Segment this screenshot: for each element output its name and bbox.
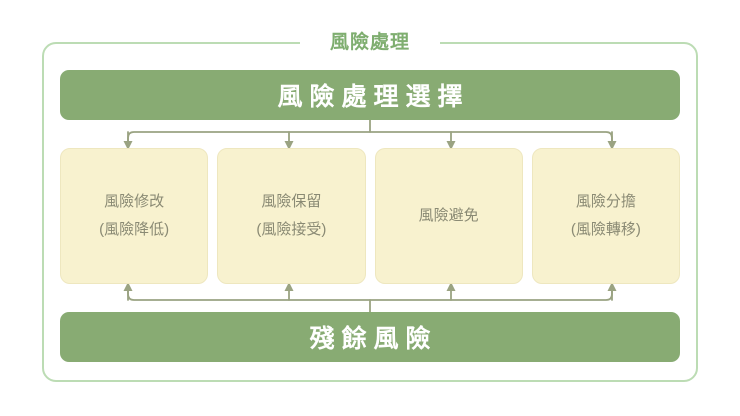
option-box-row: 風險修改 (風險降低) 風險保留 (風險接受) 風險避免 風險分擔 (風險轉移): [60, 148, 680, 284]
option-box-1-line1: 風險修改: [104, 192, 165, 210]
diagram-title: 風險處理: [329, 32, 410, 53]
option-box-risk-sharing[interactable]: 風險分擔 (風險轉移): [531, 148, 680, 284]
option-box-risk-retention[interactable]: 風險保留 (風險接受): [217, 148, 366, 284]
option-box-4-line1: 風險分擔: [575, 192, 636, 210]
header-bar: 風險處理選擇: [60, 70, 680, 120]
option-box-1-line2: (風險降低): [99, 221, 170, 238]
option-box-3-line1: 風險避免: [418, 206, 479, 224]
option-box-4-line2: (風險轉移): [570, 221, 641, 238]
frame-title-mask: [300, 30, 440, 56]
footer-bar-label: 殘餘風險: [309, 325, 438, 353]
header-bar-label: 風險處理選擇: [277, 83, 470, 111]
footer-bar: 殘餘風險: [60, 312, 680, 362]
option-box-2-line1: 風險保留: [261, 192, 322, 210]
option-box-risk-modification[interactable]: 風險修改 (風險降低): [60, 148, 209, 284]
option-box-risk-avoidance[interactable]: 風險避免: [374, 148, 523, 284]
option-box-2-line2: (風險接受): [256, 221, 327, 238]
